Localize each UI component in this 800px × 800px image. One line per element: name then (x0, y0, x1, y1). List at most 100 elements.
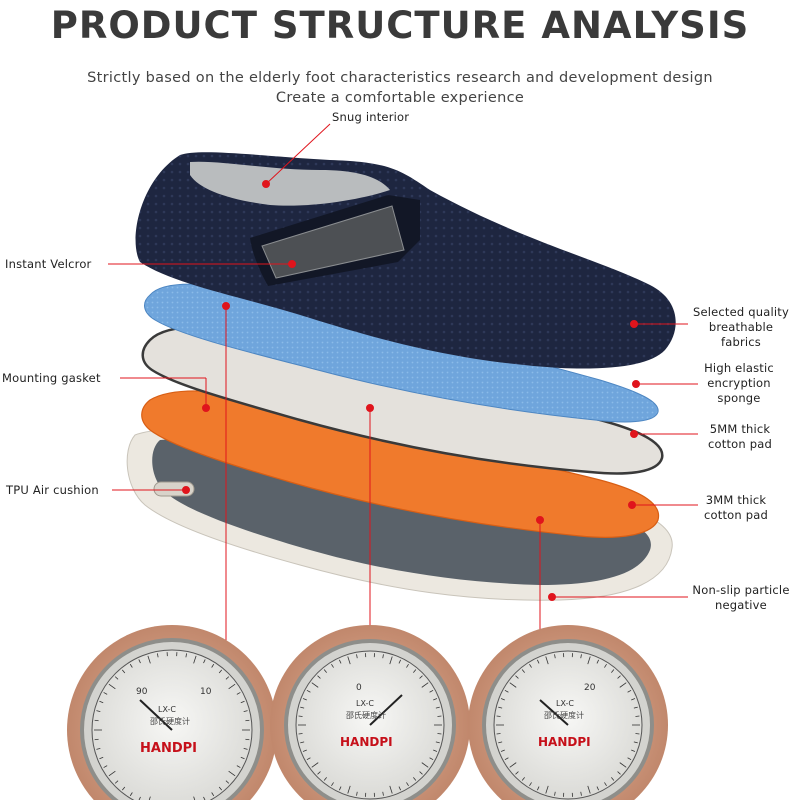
gauge-tick (419, 675, 423, 679)
gauge-text: LX-C LX-C LX-C 邵氏硬度计 邵氏硬度计 邵氏硬度计 HANDPI … (140, 699, 591, 756)
gauge-brand-1: HANDPI (140, 741, 197, 756)
gauge-tick (633, 741, 638, 744)
subtitle-line-1: Strictly based on the elderly foot chara… (87, 70, 713, 86)
gauge-tick (627, 757, 632, 761)
gauge-tick (406, 782, 409, 787)
gauge-tick (236, 692, 241, 695)
gauge-tick (103, 692, 108, 695)
gauge-tick (121, 669, 126, 674)
gauge-tick (433, 749, 438, 752)
gauge-tick (323, 669, 327, 673)
label-snug-interior: Snug interior (332, 110, 410, 124)
gauge-tick (356, 791, 358, 796)
gauge-tick (631, 698, 636, 701)
gauge-tick (99, 700, 104, 704)
gauge-tick (496, 715, 501, 717)
gauge-tick (435, 706, 440, 709)
gauge-tick (300, 741, 305, 744)
gauge-tick (504, 689, 509, 693)
sponge-line-1: High elastic (704, 361, 774, 375)
gauge-tick (619, 762, 627, 768)
gauge-maker-1: 邵氏硬度计 (150, 716, 190, 726)
gauge-tick (300, 706, 305, 709)
gauge-tick (604, 663, 607, 668)
gauge-tick (596, 786, 600, 791)
gauge-tick (521, 669, 525, 673)
gauge-tick (429, 689, 434, 693)
gauge-model-3: LX-C (556, 699, 574, 708)
fabrics-line-1: Selected quality (692, 305, 790, 319)
gauge-tick (317, 771, 321, 775)
gauge-tick (108, 770, 116, 777)
gauge-tick (515, 675, 519, 679)
gauge-tick (306, 689, 311, 693)
gauge-tick (94, 719, 99, 722)
gauge-tick (419, 771, 423, 775)
gauge-tick (338, 659, 342, 664)
gauge-tick (498, 706, 503, 709)
gauge-tick (225, 780, 230, 784)
gauge-tick (302, 749, 307, 752)
gauge-tick (243, 710, 248, 712)
callout-lines (108, 123, 698, 672)
gauge-tick (240, 700, 245, 704)
gauge-tick (225, 676, 230, 680)
gauge-tick (515, 771, 519, 775)
gauge-tick (529, 663, 532, 668)
gauge-tick (96, 710, 101, 712)
label-non-slip: Non-slip particle negative (686, 583, 796, 613)
gauge-tick (331, 663, 334, 668)
gauge-tick (631, 749, 636, 752)
gauge-tick (529, 782, 532, 787)
gauge-tick (108, 683, 116, 690)
pad3-line-2: cotton pad (703, 508, 768, 522)
gauge-tick (228, 770, 236, 777)
gauge-tick (311, 762, 319, 768)
gauge-tick (498, 741, 503, 744)
gauge-tick (611, 777, 615, 781)
label-tpu-air-cushion: TPU Air cushion (6, 483, 99, 497)
gauge-tick (211, 663, 215, 668)
gauge-tick (406, 663, 409, 668)
label-3mm-cotton-pad: 3MM thick cotton pad (686, 493, 786, 523)
sponge-line-3: sponge (717, 391, 761, 405)
gauge-tick (580, 654, 582, 659)
gauge-tick (611, 669, 615, 673)
label-breathable-fabrics: Selected quality breathable fabrics (686, 305, 796, 350)
gauge-tick (382, 654, 384, 659)
gauge-tick (138, 659, 141, 664)
gauge-tick (99, 756, 104, 760)
gauge-tick (203, 659, 206, 664)
gauge-tick (437, 733, 442, 735)
gauge-brand-2: HANDPI (340, 735, 393, 749)
gauge-tick (587, 656, 591, 665)
gauge-tick (554, 791, 556, 796)
gauge-tick (536, 786, 540, 791)
gauge-tick (521, 777, 525, 781)
gauge-tick (347, 785, 351, 794)
gauge-tick (323, 777, 327, 781)
nonslip-line-1: Non-slip particle (692, 583, 790, 597)
hardness-gauge-2 (270, 625, 470, 800)
gauge-tick (193, 655, 197, 664)
gauge-model-1: LX-C (158, 705, 176, 714)
gauge-maker-3: 邵氏硬度计 (544, 710, 584, 720)
pad5-line-2: cotton pad (707, 437, 772, 451)
gauge-tick (619, 682, 627, 688)
gauge-tick (240, 756, 245, 760)
gauge-tick (554, 654, 556, 659)
gauge-tick (298, 715, 303, 717)
gauge-tick (389, 656, 393, 665)
gauge-tick (211, 792, 215, 797)
gauge-tick (635, 733, 640, 735)
gauge-tick (147, 655, 151, 664)
gauge-tick (429, 757, 434, 761)
gauge-tick (306, 757, 311, 761)
gauge-tick (398, 786, 402, 791)
gauge-tick (421, 682, 429, 688)
gauge-scale-0: 0 (356, 683, 362, 693)
gauge-tick (311, 682, 319, 688)
gauge-tick (94, 738, 99, 741)
fabrics-line-3: fabrics (720, 335, 762, 349)
